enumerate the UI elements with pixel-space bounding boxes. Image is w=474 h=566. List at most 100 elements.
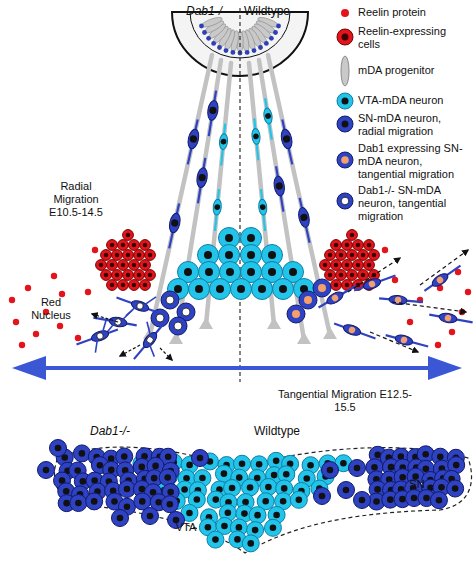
sn-neuron (70, 495, 87, 512)
reelin-cell (364, 240, 375, 251)
legend-text: VTA-mDA neuron (358, 94, 443, 106)
reelin-cell (134, 250, 145, 261)
legend-reelin-cell (337, 29, 353, 45)
label: Wildtype (244, 4, 314, 18)
fiber-endfoot (323, 327, 337, 339)
label: Red Nucleus (26, 296, 76, 322)
progenitor-nucleus (252, 48, 257, 53)
legend-text: Dab1 expressing SN-mDA neuron, tangentia… (358, 142, 463, 180)
reelin-cell (336, 270, 347, 281)
vta-neuron (264, 519, 281, 536)
label: Dab1-/- (80, 424, 140, 438)
progenitor-nucleus (276, 24, 281, 29)
legend-item: Dab1 expressing SN-mDA neuron, tangentia… (358, 142, 463, 181)
reelin-cell (140, 240, 151, 251)
legend-item: Reelin-expressing cells (358, 25, 463, 51)
legend-swatch (337, 116, 353, 132)
reelin-cell (140, 280, 151, 291)
legend-text: Reelin-expressing cells (358, 25, 446, 50)
fiber-endfoot (199, 317, 213, 329)
reelin-cell (369, 250, 380, 261)
progenitor-nucleus (224, 48, 229, 53)
reelin-cell (112, 270, 123, 281)
vta-neuron (231, 279, 252, 300)
progenitor-nucleus (245, 50, 250, 55)
sn-neuron (314, 488, 331, 505)
reelin-cell (364, 260, 375, 271)
progenitor-nucleus (206, 36, 211, 41)
legend-sn-neuron (337, 116, 353, 132)
progenitor-cells (199, 15, 281, 55)
reelin-cell (96, 260, 107, 271)
tangential-neuron (112, 284, 163, 325)
legend-swatch-dot (341, 9, 349, 17)
progenitor-nucleus (230, 50, 235, 55)
progenitor-nucleus (273, 30, 278, 35)
dab1-ko-sn-neuron (161, 291, 179, 309)
radial-fiber (249, 63, 274, 325)
sn-neuron (430, 492, 447, 509)
legend-swatch (337, 29, 353, 45)
reelin-protein (449, 329, 455, 335)
tangential-neuron (333, 319, 377, 343)
reelin-cell (336, 250, 347, 261)
reelin-cell (112, 250, 123, 261)
sn-neuron (112, 510, 129, 527)
tangential-neuron (429, 310, 474, 327)
progenitor-nucleus (202, 30, 207, 35)
reelin-cell (118, 260, 129, 271)
radial-vta-neuron (261, 98, 276, 141)
reelin-cell (331, 280, 342, 291)
reelin-protein (19, 342, 25, 348)
reelin-cell (325, 250, 336, 261)
radial-fiber (206, 63, 231, 325)
reelin-cell (101, 270, 112, 281)
reelin-cell (123, 270, 134, 281)
legend-item: SN-mDA neuron, radial migration (358, 112, 463, 138)
reelin-cell (342, 260, 353, 271)
progenitor-nucleus (199, 24, 204, 29)
legend-swatch (341, 56, 349, 86)
dab1-sn-neuron (287, 305, 305, 323)
midline-divider (239, 8, 240, 382)
label: Wildtype (242, 424, 312, 438)
reelin-protein (75, 335, 81, 341)
legend-text: SN-mDA neuron, radial migration (358, 112, 441, 137)
reelin-cell (107, 260, 118, 271)
reelin-protein (85, 289, 91, 295)
radial-sn-neuron (183, 118, 203, 165)
reelin-protein (92, 247, 98, 253)
reelin-cell (347, 230, 358, 241)
progenitor-nucleus (264, 41, 269, 46)
reelin-protein (465, 289, 471, 295)
sn-neuron (50, 440, 67, 457)
reelin-cell (123, 250, 134, 261)
legend-swatches (337, 9, 353, 209)
reelin-cell (358, 270, 369, 281)
radial-sn-neuron (204, 90, 221, 137)
legend-swatch (337, 93, 353, 109)
reelin-protein (33, 331, 39, 337)
reelin-cell (129, 240, 140, 251)
reelin-protein (435, 342, 441, 348)
legend-text: mDA progenitor (358, 64, 434, 76)
legend-item: Dab1-/- SN-mDA neuron, tangential migrat… (358, 184, 463, 223)
tangential-neuron (72, 316, 123, 357)
tangential-neuron (123, 316, 173, 368)
reelin-cell (134, 270, 145, 281)
tangential-double-arrow (12, 356, 462, 380)
sn-neuron (159, 469, 176, 486)
sn-neuron (322, 462, 339, 479)
progenitor-nucleus (269, 36, 274, 41)
legend-text: Reelin protein (358, 6, 426, 18)
reelin-cell (129, 260, 140, 271)
reelin-protein (9, 297, 15, 303)
fiber-endfoot (267, 317, 281, 329)
sn-neuron (161, 496, 178, 513)
vta-neuron (290, 491, 307, 508)
dab1-ko-sn-neuron (169, 317, 187, 335)
reelin-cell (353, 240, 364, 251)
vta-neuron (242, 535, 259, 552)
reelin-cell (140, 260, 151, 271)
radial-fiber (150, 55, 212, 335)
